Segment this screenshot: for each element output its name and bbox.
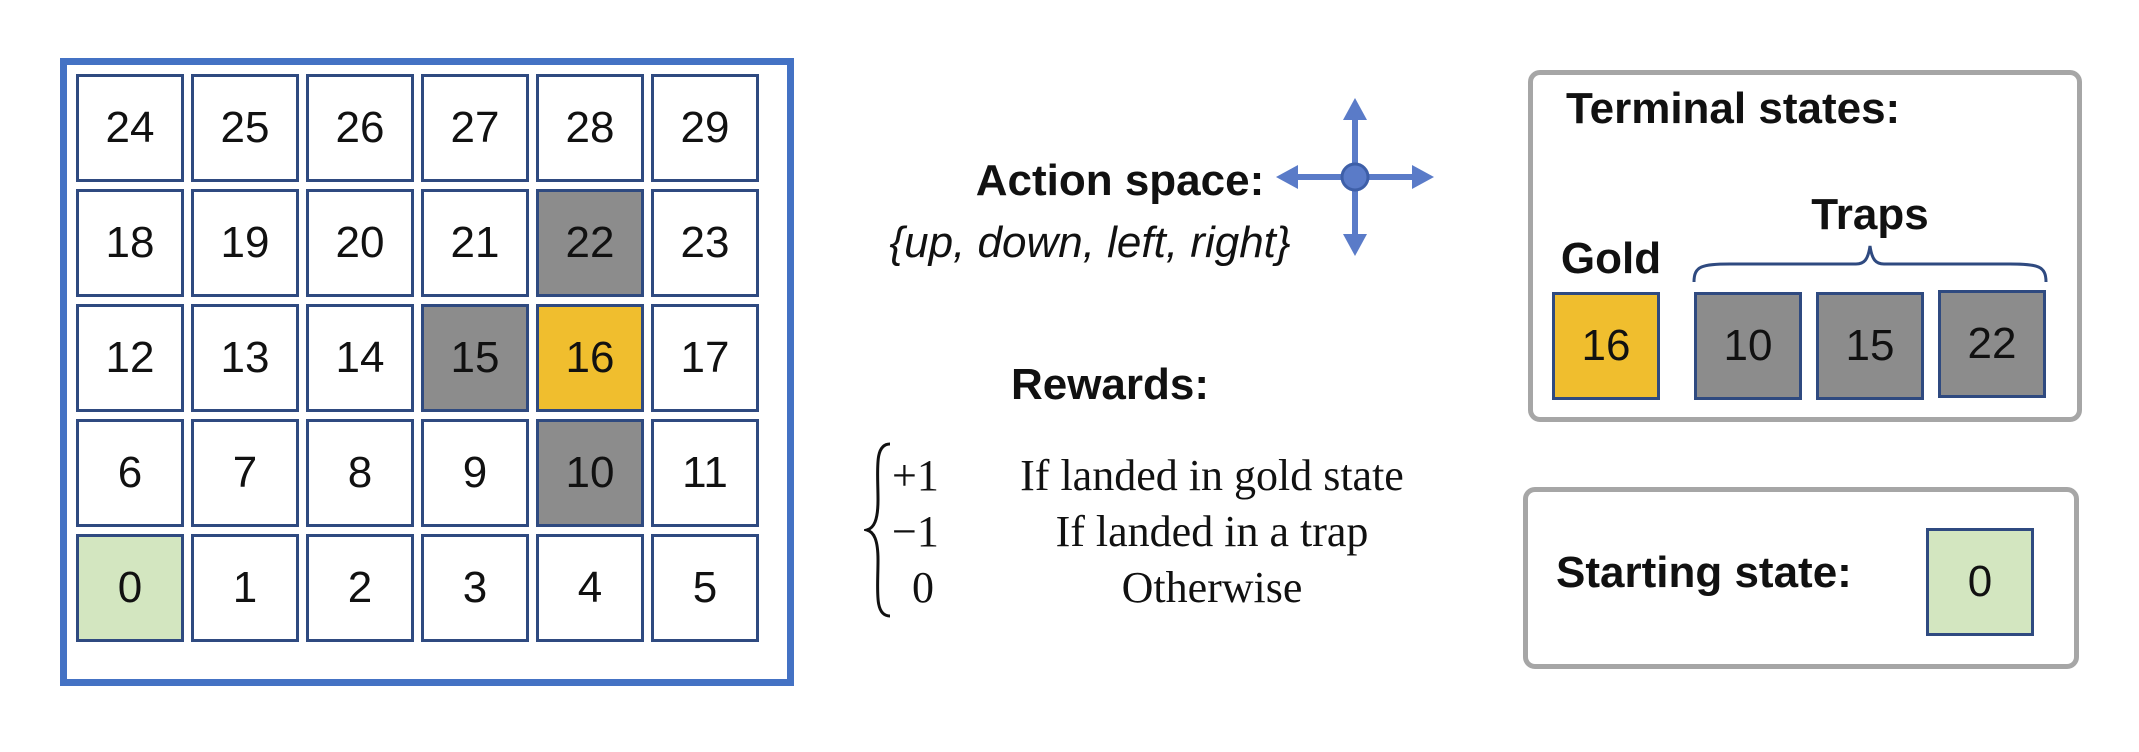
grid-cell: 23 xyxy=(651,189,759,297)
rewards-title: Rewards: xyxy=(1010,360,1210,409)
grid-cell: 19 xyxy=(191,189,299,297)
grid-cell: 8 xyxy=(306,419,414,527)
grid-cell: 7 xyxy=(191,419,299,527)
grid-cell: 4 xyxy=(536,534,644,642)
grid-cell: 13 xyxy=(191,304,299,412)
grid-cell: 1 xyxy=(191,534,299,642)
reward-value-otherwise: 0 xyxy=(912,563,934,612)
grid-cell: 24 xyxy=(76,74,184,182)
grid-cell: 0 xyxy=(76,534,184,642)
traps-label: Traps xyxy=(1811,190,1929,239)
grid-cell: 9 xyxy=(421,419,529,527)
grid-cell: 26 xyxy=(306,74,414,182)
grid-cell: 16 xyxy=(536,304,644,412)
traps-brace xyxy=(1690,240,2050,291)
terminal-trap-box: 22 xyxy=(1938,290,2046,398)
grid-cell: 18 xyxy=(76,189,184,297)
terminal-states-title: Terminal states: xyxy=(1566,84,1901,133)
grid-cell: 6 xyxy=(76,419,184,527)
action-space-set: {up, down, left, right} xyxy=(889,218,1291,267)
grid-cell: 21 xyxy=(421,189,529,297)
reward-value-trap: −1 xyxy=(892,507,939,556)
grid-cell: 3 xyxy=(421,534,529,642)
grid-cell: 14 xyxy=(306,304,414,412)
reward-condition-gold: If landed in gold state xyxy=(1020,451,1404,500)
grid-cell: 11 xyxy=(651,419,759,527)
grid-cell: 17 xyxy=(651,304,759,412)
grid-cell: 25 xyxy=(191,74,299,182)
terminal-gold-box: 16 xyxy=(1552,292,1660,400)
four-direction-arrows-icon xyxy=(1270,92,1440,267)
terminal-trap-box: 15 xyxy=(1816,292,1924,400)
grid-cell: 2 xyxy=(306,534,414,642)
grid-cell: 20 xyxy=(306,189,414,297)
grid-cell: 12 xyxy=(76,304,184,412)
rewards-brace xyxy=(861,440,894,625)
gold-label: Gold xyxy=(1560,234,1662,283)
grid-cell: 10 xyxy=(536,419,644,527)
reward-value-gold: +1 xyxy=(892,451,939,500)
terminal-trap-box: 10 xyxy=(1694,292,1802,400)
reward-condition-trap: If landed in a trap xyxy=(1055,507,1369,556)
action-space-title: Action space: xyxy=(975,156,1265,205)
grid-cell: 29 xyxy=(651,74,759,182)
starting-state-label: Starting state: xyxy=(1556,548,1852,597)
starting-state-box: 0 xyxy=(1926,528,2034,636)
grid-cell: 27 xyxy=(421,74,529,182)
reward-condition-otherwise: Otherwise xyxy=(1121,563,1303,612)
grid-cell: 28 xyxy=(536,74,644,182)
grid-cell: 15 xyxy=(421,304,529,412)
grid-cell: 5 xyxy=(651,534,759,642)
grid-cell: 22 xyxy=(536,189,644,297)
